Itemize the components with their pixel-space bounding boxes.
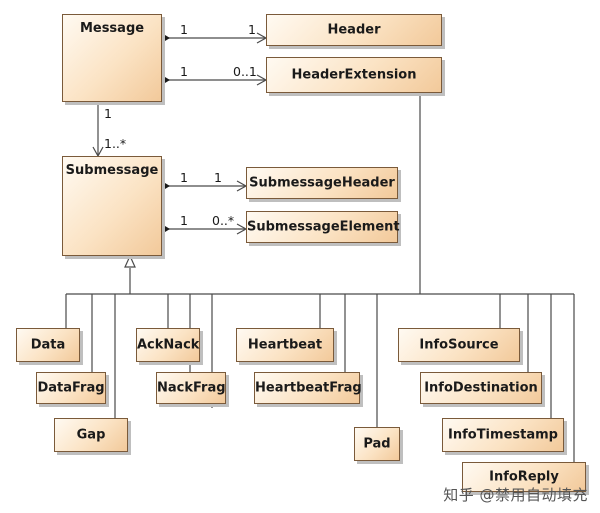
class-submessage: Submessage <box>62 156 162 256</box>
mult-message-sub-dst: 1..* <box>104 136 127 151</box>
class-header-extension-label: HeaderExtension <box>291 67 417 83</box>
class-nack-frag-label: NackFrag <box>157 380 226 396</box>
class-gap: Gap <box>54 418 128 452</box>
class-header: Header <box>266 14 442 46</box>
class-heartbeat-label: Heartbeat <box>247 337 323 353</box>
class-submessage-element: SubmessageElement <box>246 211 400 243</box>
class-data-label: Data <box>30 337 66 353</box>
class-submessage-label: Submessage <box>65 163 159 178</box>
class-header-label: Header <box>327 22 381 38</box>
mult-message-sub-src: 1 <box>104 106 112 121</box>
class-data: Data <box>16 328 80 362</box>
class-nack-frag: NackFrag <box>156 372 226 404</box>
class-info-timestamp: InfoTimestamp <box>442 418 564 452</box>
class-info-timestamp-label: InfoTimestamp <box>448 427 558 443</box>
class-submessage-header-label: SubmessageHeader <box>249 175 395 191</box>
class-submessage-element-label: SubmessageElement <box>247 219 400 235</box>
class-message-label: Message <box>79 21 145 36</box>
class-info-reply: InfoReply <box>462 462 586 492</box>
class-heartbeat-frag-label: HeartbeatFrag <box>255 380 362 396</box>
composition-diamond <box>160 226 170 232</box>
class-info-source: InfoSource <box>398 328 520 362</box>
class-info-reply-label: InfoReply <box>489 469 559 485</box>
class-ack-nack: AckNack <box>136 328 200 362</box>
mult-sub-element-dst: 0..* <box>212 213 235 228</box>
mult-sub-header-dst: 1 <box>214 170 222 185</box>
composition-diamond <box>160 183 170 189</box>
class-info-source-label: InfoSource <box>419 337 499 353</box>
class-submessage-header: SubmessageHeader <box>246 167 398 199</box>
generalization-triangle <box>124 254 136 268</box>
class-info-destination-label: InfoDestination <box>424 380 538 396</box>
class-gap-label: Gap <box>76 427 106 443</box>
mult-message-ext-dst: 0..1 <box>233 64 257 79</box>
class-data-frag-label: DataFrag <box>37 380 105 396</box>
mult-message-ext-src: 1 <box>180 64 188 79</box>
composition-diamond <box>160 77 170 83</box>
class-heartbeat-frag: HeartbeatFrag <box>254 372 362 404</box>
mult-sub-element-src: 1 <box>180 213 188 228</box>
mult-message-header-dst: 1 <box>248 22 256 37</box>
class-data-frag: DataFrag <box>36 372 106 404</box>
class-header-extension: HeaderExtension <box>266 57 442 93</box>
mult-message-header-src: 1 <box>180 22 188 37</box>
class-pad-label: Pad <box>363 436 391 452</box>
class-ack-nack-label: AckNack <box>137 337 200 353</box>
composition-diamond <box>160 35 170 41</box>
class-heartbeat: Heartbeat <box>236 328 334 362</box>
class-message: Message <box>62 14 162 102</box>
class-pad: Pad <box>354 427 400 461</box>
watermark-text: 知乎 @禁用自动填充 <box>443 486 588 504</box>
class-info-destination: InfoDestination <box>420 372 542 404</box>
mult-sub-header-src: 1 <box>180 170 188 185</box>
